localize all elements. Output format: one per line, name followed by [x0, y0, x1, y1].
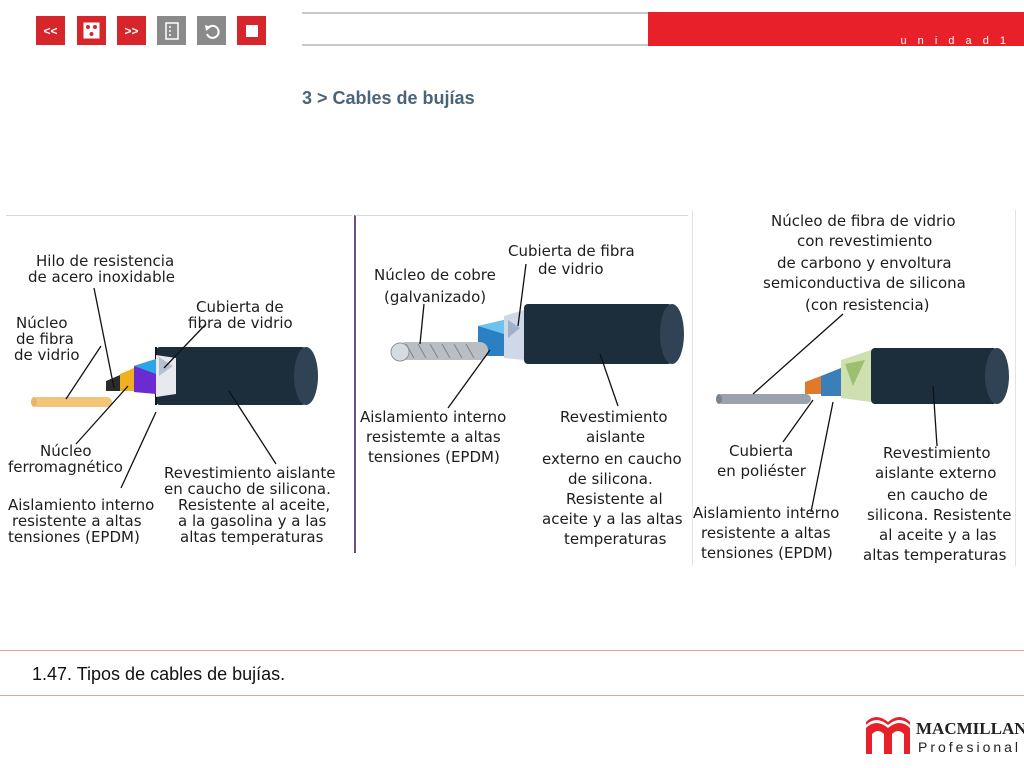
label-sheath-3: externo en caucho — [542, 450, 682, 468]
label-outer-sheath-5: al aceite y a las — [879, 526, 997, 544]
index-button[interactable] — [77, 16, 106, 45]
label-copper-core: Núcleo de cobre — [374, 266, 496, 284]
next-label: >> — [124, 23, 139, 38]
label-outer-sheath-6: altas temperaturas — [863, 546, 1007, 564]
label-fiberglass-core: Núcleo — [16, 314, 68, 332]
label-inner-insulation: Aislamiento interno — [693, 504, 839, 522]
label-copper-core-2: (galvanizado) — [384, 288, 486, 306]
label-inner-insulation-2: resistemte a altas — [366, 428, 501, 446]
label-inner-insulation-3: tensiones (EPDM) — [701, 544, 833, 562]
label-insulating-sheath-2: en caucho de silicona. — [164, 480, 331, 498]
label-inner-insulation: Aislamiento interno — [360, 408, 506, 426]
caption-band — [0, 650, 1024, 696]
list-icon — [164, 21, 179, 40]
label-sheath-6: aceite y a las altas — [542, 510, 683, 528]
label-insulating-sheath-3: Resistente al aceite, — [178, 496, 330, 514]
header-gray-bar — [302, 12, 648, 46]
label-insulating-sheath: Revestimiento aislante — [164, 464, 335, 482]
label-fiberglass-core-3: de vidrio — [14, 346, 80, 364]
label-fiberglass-carbon-core: Núcleo de fibra de vidrio — [771, 212, 956, 230]
label-resistance-wire-2: de acero inoxidable — [28, 268, 175, 286]
figure-caption: 1.47. Tipos de cables de bujías. — [32, 664, 286, 684]
figure-panel-copper-cable: Cubierta de fibra de vidrio Núcleo de co… — [354, 215, 688, 553]
label-ferromagnetic-core-2: ferromagnético — [8, 458, 123, 476]
label-fiberglass-carbon-core-3: de carbono y envoltura — [777, 254, 952, 272]
label-inner-insulation-2: resistente a altas — [12, 512, 142, 530]
label-insulating-sheath-5: altas temperaturas — [180, 528, 324, 546]
stop-square-icon — [245, 24, 258, 37]
unit-label: u n i d a d 1 — [900, 35, 1010, 47]
label-sheath-4: de silicona. — [568, 470, 653, 488]
figure-panel-resistive-cable: Hilo de resistencia de acero inoxidable … — [6, 215, 352, 553]
label-fiberglass-carbon-core-4: semiconductiva de silicona — [763, 274, 966, 292]
label-inner-insulation-3: tensiones (EPDM) — [368, 448, 500, 466]
contents-button[interactable] — [157, 16, 186, 45]
publisher-logo: MACMILLAN Profesional — [864, 714, 1024, 760]
previous-button[interactable]: << — [36, 16, 65, 45]
cable-illustration-3: Núcleo de fibra de vidrio con revestimie… — [693, 212, 1011, 564]
label-outer-sheath-2: aislante externo — [875, 464, 996, 482]
label-inner-insulation-3: tensiones (EPDM) — [8, 528, 140, 546]
label-fiberglass-cover: Cubierta de fibra — [508, 242, 635, 260]
undo-arrow-icon — [204, 24, 220, 39]
cable-illustration-2: Cubierta de fibra de vidrio Núcleo de co… — [360, 242, 684, 548]
previous-label: << — [43, 23, 58, 38]
exit-button[interactable] — [237, 16, 266, 45]
dice-icon — [83, 22, 100, 39]
label-resistance-wire: Hilo de resistencia — [36, 252, 174, 270]
label-fiberglass-carbon-core-5: (con resistencia) — [805, 296, 930, 314]
label-outer-sheath: Revestimiento — [883, 444, 991, 462]
cable-illustration-1: Hilo de resistencia de acero inoxidable … — [8, 252, 335, 546]
header-red-bar: u n i d a d 1 — [648, 12, 1024, 47]
label-sheath-2: aislante — [586, 428, 645, 446]
label-inner-insulation: Aislamiento interno — [8, 496, 154, 514]
label-fiberglass-core-2: de fibra — [16, 330, 74, 348]
label-outer-sheath-4: silicona. Resistente — [867, 506, 1011, 524]
label-fiberglass-carbon-core-2: con revestimiento — [797, 232, 932, 250]
label-polyester-cover: Cubierta — [729, 442, 793, 460]
label-ferromagnetic-core: Núcleo — [40, 442, 92, 460]
back-button[interactable] — [197, 16, 226, 45]
label-outer-sheath-3: en caucho de — [887, 486, 988, 504]
logo-name: MACMILLAN — [916, 719, 1024, 738]
macmillan-logo-icon — [866, 717, 910, 754]
label-fiberglass-cover-2: de vidrio — [538, 260, 604, 278]
label-fiberglass-cover-2: fibra de vidrio — [188, 314, 293, 332]
label-sheath: Revestimiento — [560, 408, 668, 426]
logo-subtitle: Profesional — [918, 739, 1022, 755]
section-title: 3 > Cables de bujías — [302, 88, 475, 108]
label-polyester-cover-2: en poliéster — [717, 462, 807, 480]
label-sheath-7: temperaturas — [564, 530, 667, 548]
label-inner-insulation-2: resistente a altas — [701, 524, 831, 542]
label-fiberglass-cover: Cubierta de — [196, 298, 284, 316]
figure-panel-carbon-cable: Núcleo de fibra de vidrio con revestimie… — [692, 210, 1016, 566]
label-sheath-5: Resistente al — [566, 490, 663, 508]
next-button[interactable]: >> — [117, 16, 146, 45]
label-insulating-sheath-4: a la gasolina y a las — [178, 512, 327, 530]
